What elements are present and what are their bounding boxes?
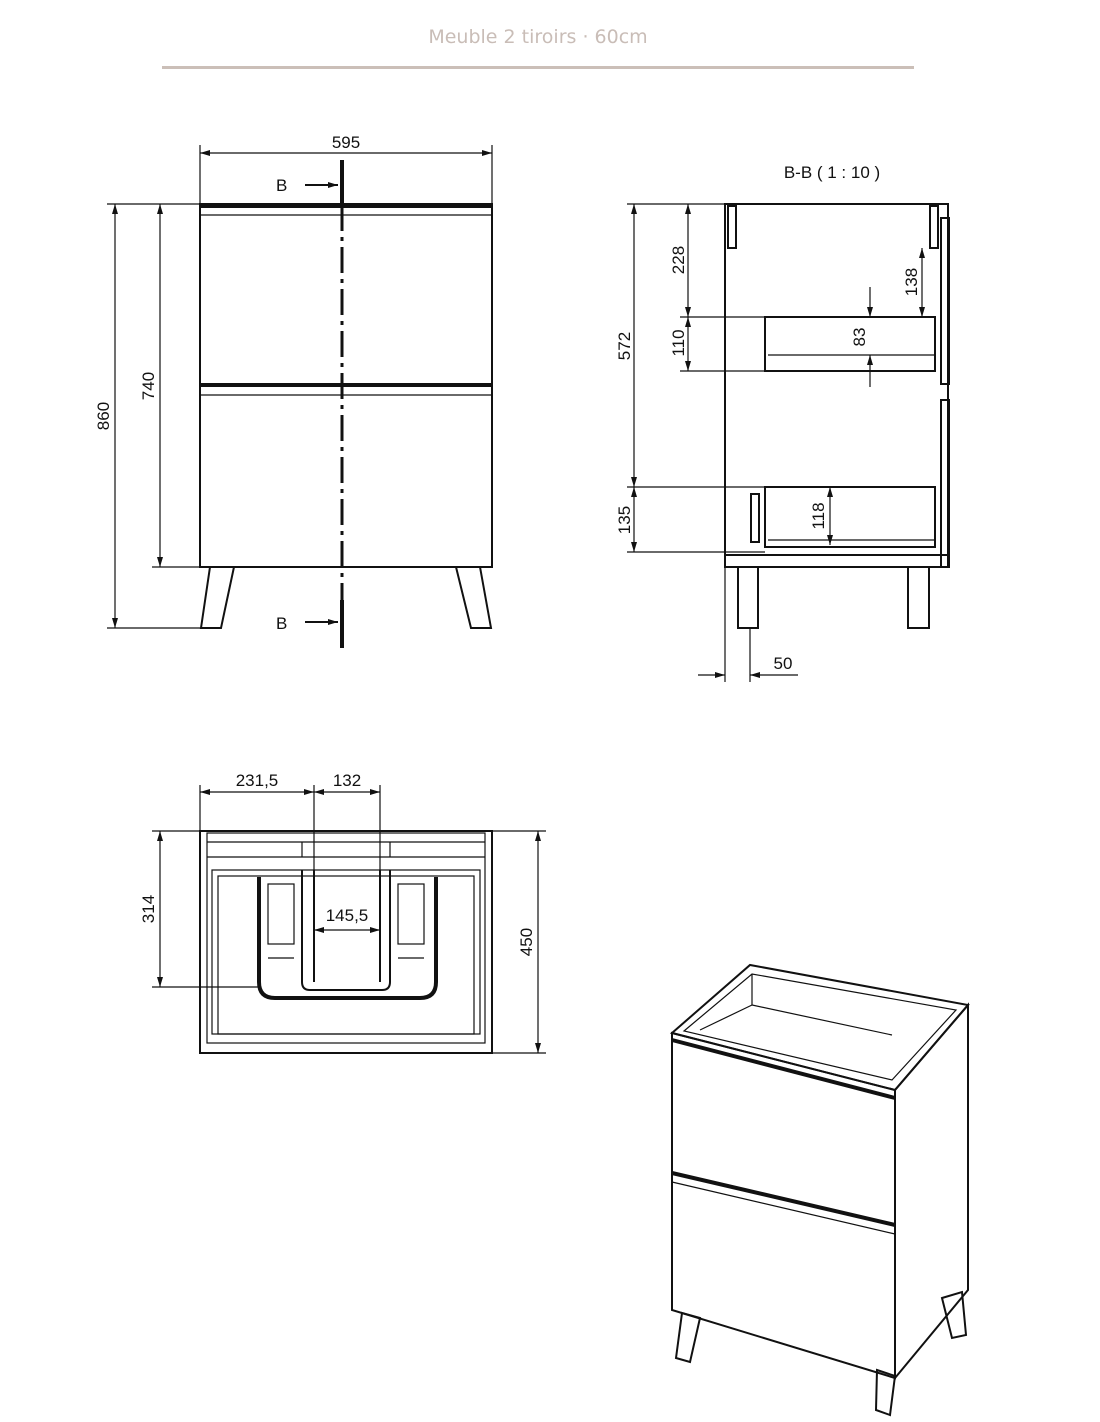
dim-height-body: 740 (139, 372, 158, 400)
dim-145-5: 145,5 (326, 906, 369, 925)
section-mark-top: B (276, 176, 287, 195)
section-leg-front (737, 566, 759, 629)
section-view: B-B ( 1 : 10 ) 572 135 228 110 83 138 (615, 163, 950, 682)
dim-110: 110 (669, 329, 688, 356)
dim-231-5: 231,5 (236, 771, 279, 790)
dim-314: 314 (139, 895, 158, 923)
dim-138: 138 (902, 268, 921, 296)
dim-118: 118 (809, 502, 828, 529)
dim-height-total: 860 (94, 402, 113, 430)
dim-132: 132 (333, 771, 361, 790)
section-mark-bottom: B (276, 614, 287, 633)
dim-width: 595 (332, 133, 360, 152)
title-divider (162, 66, 914, 69)
siphon-drawer-outline (257, 877, 438, 1000)
right-leg (454, 566, 493, 629)
left-leg (199, 566, 236, 629)
top-view: 231,5 132 145,5 314 450 (139, 771, 546, 1054)
dim-228: 228 (669, 246, 688, 274)
iso-leg-right (940, 1290, 968, 1340)
iso-leg-front (874, 1368, 897, 1417)
dim-135: 135 (615, 506, 634, 534)
isometric-view (669, 963, 970, 1417)
section-leg-back (907, 566, 930, 629)
dim-450: 450 (517, 928, 536, 956)
front-view: B B 595 860 740 (94, 133, 493, 648)
iso-leg-left (674, 1311, 702, 1364)
dim-572: 572 (615, 332, 634, 360)
page-title: Meuble 2 tiroirs · 60cm (428, 26, 648, 48)
section-label: B-B ( 1 : 10 ) (784, 163, 880, 182)
dim-50: 50 (774, 654, 793, 673)
dim-83: 83 (850, 328, 869, 347)
